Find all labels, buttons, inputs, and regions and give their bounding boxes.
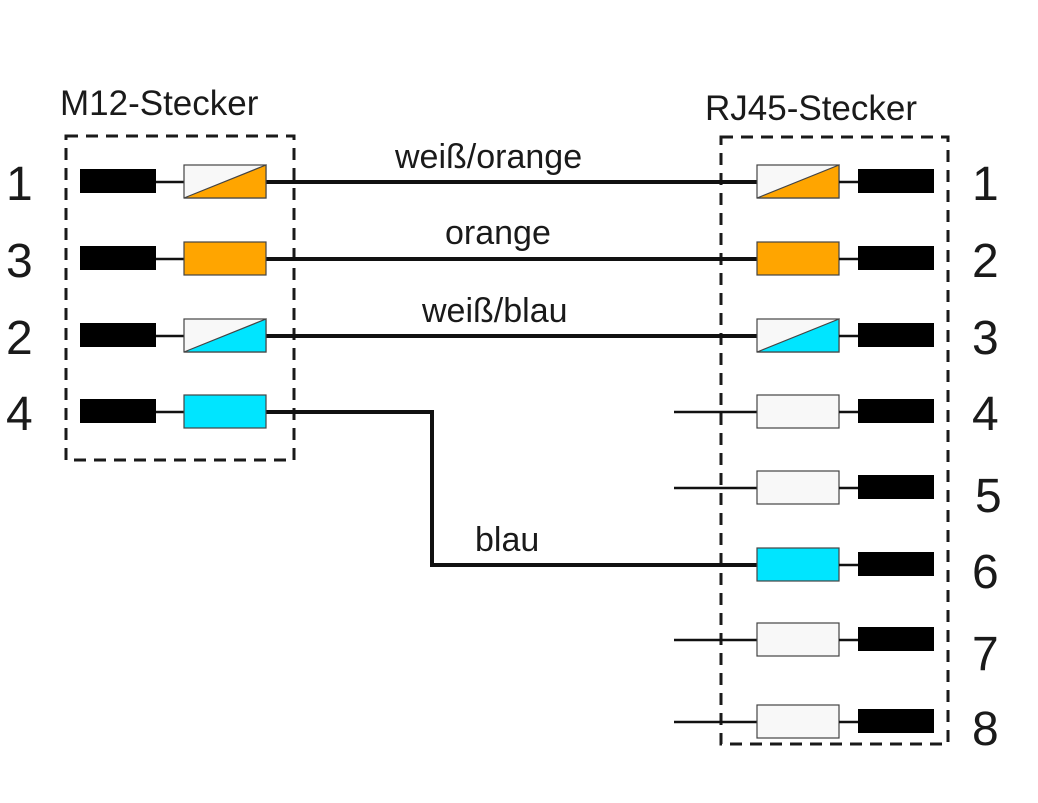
rj45-pin-number: 8 [972,703,999,756]
rj45-conductor-blue [756,547,840,582]
wire-blue [266,410,757,567]
wire-label-blue: blau [475,521,539,559]
m12-conductor-white-orange [183,164,267,199]
rj45-pin-contact [858,709,934,733]
m12-pin-row: 1 [6,158,267,211]
rj45-pin-number: 4 [972,388,999,441]
rj45-pin-row: 7 [674,622,999,681]
rj45-pin-number: 5 [975,470,1002,523]
rj45-conductor-white [756,394,840,429]
rj45-pin-contact [858,246,934,270]
rj45-pin-row: 5 [674,470,1002,523]
m12-pin-contact [80,323,156,347]
m12-conductor-white-blue [183,318,267,353]
rj45-pin-row: 3 [756,312,999,365]
rj45-connector-outline [719,135,950,746]
rj45-conductor-white [756,622,840,657]
rj45-pin-contact [858,475,934,499]
m12-pin-number: 1 [6,158,33,211]
rj45-conductor-white [756,470,840,505]
rj45-conductor-white [756,704,840,739]
m12-pin-row: 2 [6,312,267,365]
m12-conductor-orange [183,241,267,276]
rj45-conductor-white-orange [756,164,840,199]
wire-label-white-orange: weiß/orange [394,138,582,176]
m12-pin-contact [80,399,156,423]
rj45-pin-number: 3 [972,312,999,365]
rj45-pin-contact [858,627,934,651]
rj45-conductor-orange [756,241,840,276]
rj45-pin-row: 2 [756,235,999,288]
rj45-pin-row: 8 [674,703,999,756]
rj45-pin-contact [858,323,934,347]
m12-pin-contact [80,246,156,270]
m12-title: M12-Stecker [60,84,259,123]
m12-pin-row: 4 [6,388,267,441]
rj45-pin-contact [858,169,934,193]
rj45-pin-row: 4 [674,388,999,441]
rj45-pin-number: 2 [972,235,999,288]
rj45-pin-row: 1 [756,158,999,211]
rj45-pin-row: 6 [756,546,999,599]
m12-conductor-blue [183,394,267,429]
wire-label-white-blue: weiß/blau [421,292,568,330]
rj45-title: RJ45-Stecker [705,89,917,128]
rj45-pin-number: 1 [972,158,999,211]
m12-pin-number: 3 [6,235,33,288]
wire-label-orange: orange [445,214,551,252]
m12-pin-contact [80,169,156,193]
m12-pin-number: 2 [6,312,33,365]
rj45-pin-contact [858,399,934,423]
rj45-pin-contact [858,552,934,576]
m12-pin-row: 3 [6,235,267,288]
rj45-pin-number: 6 [972,546,999,599]
m12-pin-number: 4 [6,388,33,441]
m12-connector-outline [64,134,296,462]
rj45-pin-number: 7 [972,628,999,681]
rj45-conductor-white-blue [756,318,840,353]
